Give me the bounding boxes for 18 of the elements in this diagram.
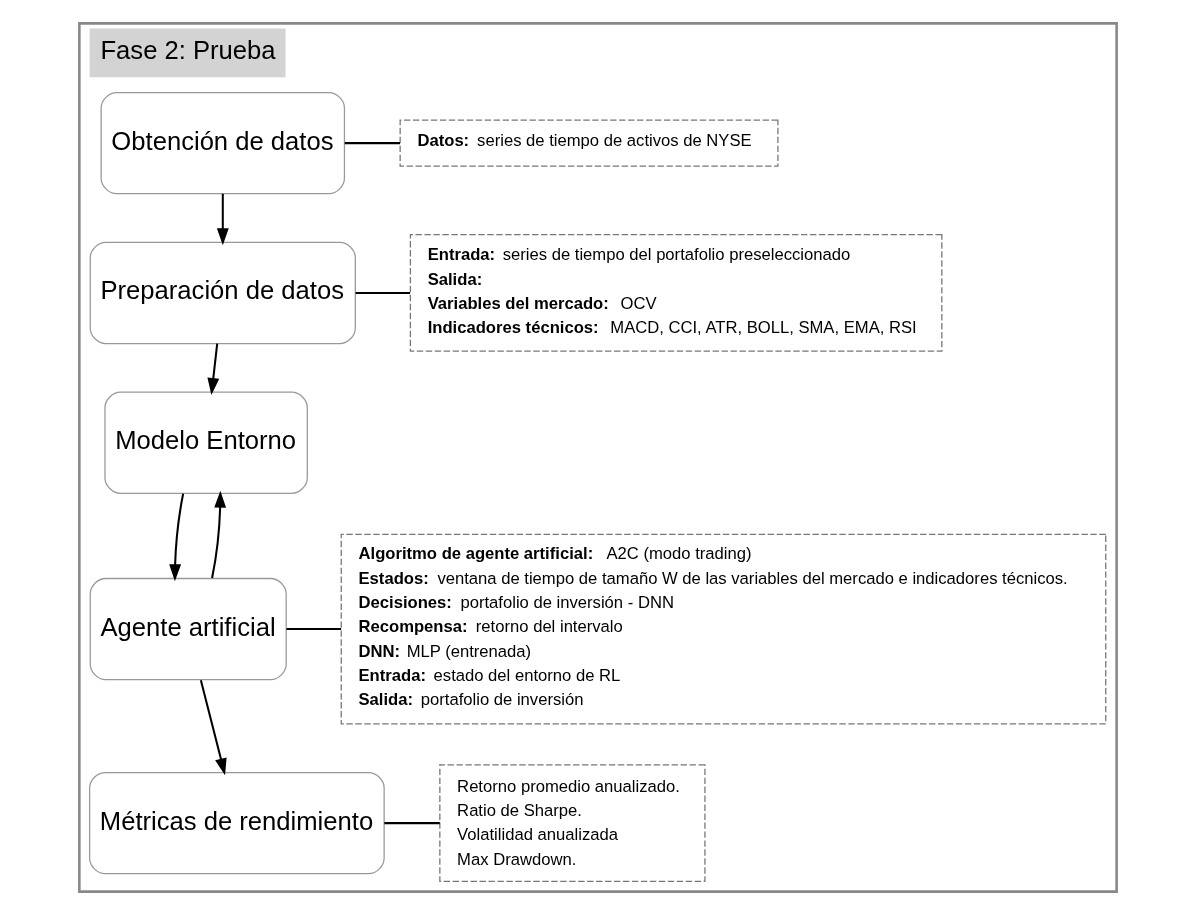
node-box: Agente artificial — [89, 577, 287, 681]
node-box: Obtención de datos — [100, 91, 346, 195]
connector — [355, 291, 411, 294]
connector — [344, 142, 401, 145]
arrow — [169, 493, 185, 582]
node-box: Preparación de datos — [89, 241, 356, 345]
connector — [286, 628, 342, 631]
node-box: Datos: series de tiempo de activos de NYSE — [399, 119, 779, 167]
node-box: Métricas de rendimiento — [88, 771, 385, 875]
node-box: Modelo Entorno — [104, 391, 308, 494]
arrow — [207, 343, 220, 395]
connector — [384, 822, 440, 825]
node-box: Retorno promedio anualizado. Ratio de Sharpe. Volatilidad anualizada Max Drawdown. — [439, 764, 706, 882]
arrow — [216, 193, 229, 246]
node-box: Algoritmo de agente artificial: A2C (modo trading) Estados: ventana de tiempo de tamaño W de las variables del mercado e indicadores técnicos. Decisiones: portafolio de inversión - DNN Recompensa: retorno del intervalo DNN: MLP (entrenada) Entrada: estado del entorno de RL Salida: portafolio de inversión — [340, 533, 1107, 725]
arrow — [199, 679, 227, 776]
arrow — [211, 490, 227, 579]
node-box: Entrada: series de tiempo del portafolio preseleccionado Salida: Variables del mercado: OCV Indicadores técnicos: MACD, CCI, ATR, BOLL, SMA, EMA, RSI — [409, 234, 943, 352]
